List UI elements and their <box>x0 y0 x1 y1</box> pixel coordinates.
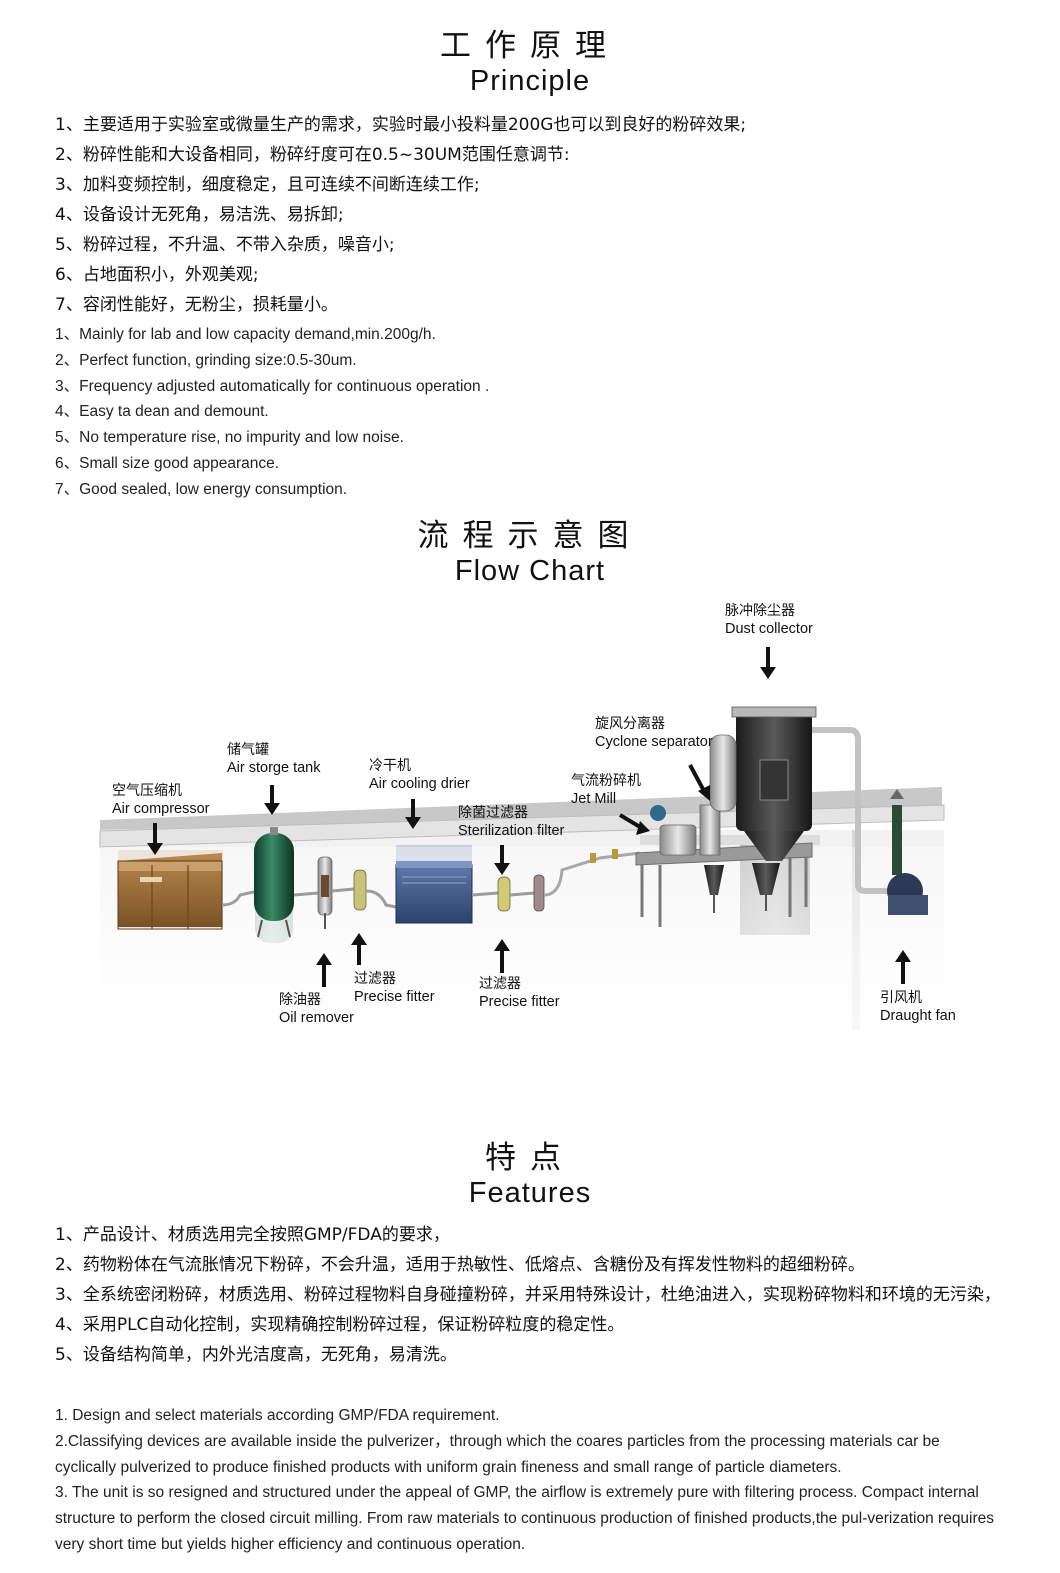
label-compressor-cn: 空气压缩机 <box>112 783 182 799</box>
label-precise1-en: Precise fitter <box>354 989 435 1005</box>
principle-item-en: 7、Good sealed, low energy consumption. <box>55 480 348 498</box>
label-precise1-cn: 过滤器 <box>354 971 396 987</box>
label-fan-cn: 引风机 <box>880 990 922 1006</box>
pipe <box>221 889 259 907</box>
label-oil-en: Oil remover <box>279 1010 354 1026</box>
features-item-en: 2.Classifying devices are available insi… <box>55 1432 940 1476</box>
label-compressor-en: Air compressor <box>112 801 210 817</box>
label-fan-en: Draught fan <box>880 1008 956 1024</box>
principle-item-cn: 2、粉碎性能和大设备相同，粉碎纡度可在0.5~30UM范围任意调节: <box>55 145 570 165</box>
features-title-en: Features <box>468 1177 592 1209</box>
principle-item-cn: 3、加料变频控制，细度稳定，且可连续不间断连续工作; <box>55 175 480 195</box>
arrow-jet <box>618 813 650 835</box>
label-tank-en: Air storge tank <box>227 760 321 776</box>
label-steril-en: Sterilization filter <box>458 823 565 839</box>
principle-item-en: 3、Frequency adjusted automatically for c… <box>55 377 490 395</box>
air-storage-tank <box>254 827 294 938</box>
principle-list-en: 1、Mainly for lab and low capacity demand… <box>55 322 1015 503</box>
principle-item-cn: 5、粉碎过程，不升温、不带入杂质，噪音小; <box>55 235 395 255</box>
principle-item-cn: 7、容闭性能好，无粉尘，损耗量小。 <box>55 295 338 315</box>
principle-item-en: 1、Mainly for lab and low capacity demand… <box>55 326 436 343</box>
draught-fan <box>887 789 928 915</box>
arrow-precise2 <box>494 939 510 973</box>
arrow-compressor <box>147 823 163 855</box>
principle-title-en: Principle <box>469 65 591 97</box>
features-list-cn: 1、产品设计、材质选用完全按照GMP/FDA的要求， 2、药物粉体在气流胀情况下… <box>55 1220 1015 1370</box>
label-cyclone-cn: 旋风分离器 <box>595 715 665 732</box>
principle-item-cn: 6、占地面积小，外观美观; <box>55 265 259 285</box>
label-dust-cn: 脉冲除尘器 <box>725 603 795 619</box>
label-jet-en: Jet Mill <box>571 791 616 807</box>
features-item-cn: 4、采用PLC自动化控制，实现精确控制粉碎过程，保证粉碎粒度的稳定性。 <box>55 1315 625 1335</box>
features-title-cn: 特点 <box>485 1140 575 1176</box>
principle-item-en: 2、Perfect function, grinding size:0.5-30… <box>55 351 357 369</box>
principle-item-en: 4、Easy ta dean and demount. <box>55 403 269 421</box>
arrow-precise1 <box>351 933 367 965</box>
label-dust-en: Dust collector <box>725 621 813 637</box>
flow-title-en: Flow Chart <box>454 555 606 587</box>
features-item-cn: 5、设备结构简单，内外光洁度高，无死角，易清洗。 <box>55 1345 457 1365</box>
jet-mill <box>635 804 813 927</box>
label-oil-cn: 除油器 <box>279 992 321 1008</box>
flow-title-cn: 流程示意图 <box>417 518 643 554</box>
features-item-en: 3. The unit is so resigned and structure… <box>55 1484 995 1553</box>
principle-list-cn: 1、主要适用于实验室或微量生产的需求，实验时最小投料量200G也可以到良好的粉碎… <box>55 110 1015 320</box>
principle-item-cn: 1、主要适用于实验室或微量生产的需求，实验时最小投料量200G也可以到良好的粉碎… <box>55 115 747 135</box>
arrow-tank <box>264 785 280 815</box>
dust-collector <box>709 706 890 894</box>
principle-item-en: 6、Small size good appearance. <box>55 454 280 472</box>
flow-diagram: 脉冲除尘器 Dust collector 旋风分离器 Cyclone separ… <box>99 603 956 1125</box>
principle-title-cn: 工作原理 <box>440 28 620 64</box>
features-item-en: 1. Design and select materials according… <box>55 1407 500 1424</box>
arrow-cyclone <box>688 764 710 801</box>
arrow-steril <box>494 845 510 875</box>
flow-heading: 流程示意图 Flow Chart <box>0 518 1060 588</box>
features-item-cn: 2、药物粉体在气流胀情况下粉碎，不会升温，适用于热敏性、低熔点、含糖份及有挥发性… <box>55 1255 865 1275</box>
label-cyclone-en: Cyclone separator <box>595 734 713 750</box>
features-list-en: 1. Design and select materials according… <box>55 1403 1015 1558</box>
arrow-oil <box>316 953 332 987</box>
reflection-fade <box>100 847 944 1125</box>
principle-heading: 工作原理 Principle <box>0 28 1060 98</box>
air-cooling-drier <box>395 861 473 924</box>
air-compressor <box>117 853 223 930</box>
arrow-fan <box>895 950 911 984</box>
sterilization-filter <box>509 849 641 912</box>
features-heading: 特点 Features <box>0 1140 1060 1210</box>
principle-item-en: 5、No temperature rise, no impurity and l… <box>55 429 404 447</box>
features-item-cn: 3、全系统密闭粉碎，材质选用、粉碎过程物料自身碰撞粉碎，并采用特殊设计，杜绝油进… <box>55 1285 1001 1305</box>
oil-remover <box>293 856 333 929</box>
precise-filter-1 <box>331 869 397 911</box>
features-item-cn: 1、产品设计、材质选用完全按照GMP/FDA的要求， <box>55 1225 450 1245</box>
label-precise2-cn: 过滤器 <box>479 976 521 992</box>
principle-item-cn: 4、设备设计无死角，易洁洗、易拆卸; <box>55 205 344 225</box>
label-jet-cn: 气流粉碎机 <box>571 773 641 789</box>
label-drier-en: Air cooling drier <box>369 776 470 792</box>
label-drier-cn: 冷干机 <box>369 758 411 774</box>
arrow-dust <box>760 647 776 679</box>
label-tank-cn: 储气罐 <box>227 742 269 758</box>
arrows <box>147 647 911 987</box>
label-steril-cn: 除菌过滤器 <box>458 805 528 821</box>
arrow-drier <box>405 799 421 829</box>
label-precise2-en: Precise fitter <box>479 994 560 1010</box>
